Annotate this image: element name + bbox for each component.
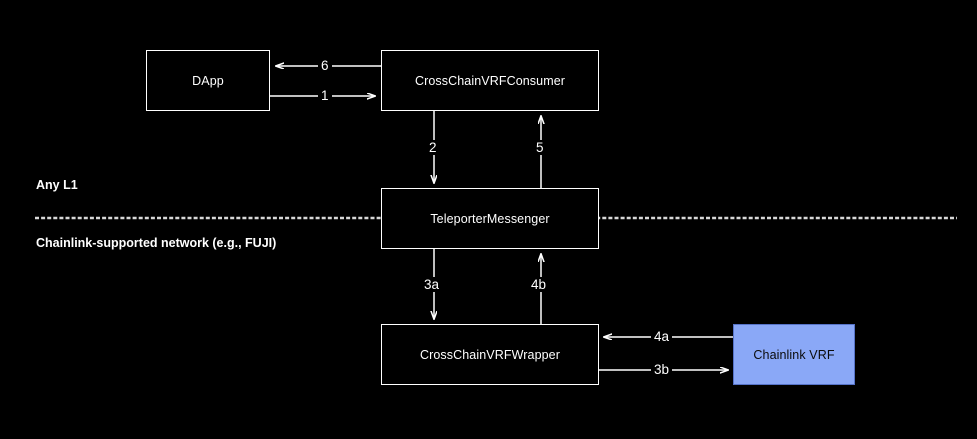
zone-label-any-l1: Any L1 — [36, 178, 78, 192]
edge-label-1: 1 — [318, 88, 332, 103]
edge-label-4b: 4b — [528, 277, 550, 292]
edge-label-6: 6 — [318, 58, 332, 73]
node-teleportermessenger[interactable]: TeleporterMessenger — [381, 188, 599, 249]
edge-label-3a: 3a — [421, 277, 443, 292]
node-chainlink-vrf[interactable]: Chainlink VRF — [733, 324, 855, 385]
node-crosschainvrfwrapper-label: CrossChainVRFWrapper — [419, 347, 560, 362]
node-dapp-label: DApp — [192, 73, 224, 88]
edge-label-5: 5 — [533, 140, 547, 155]
node-crosschainvrfwrapper[interactable]: CrossChainVRFWrapper — [381, 324, 599, 385]
node-crosschainvrfconsumer[interactable]: CrossChainVRFConsumer — [381, 50, 599, 111]
edge-label-2: 2 — [426, 140, 440, 155]
edge-label-3b: 3b — [651, 362, 673, 377]
node-dapp[interactable]: DApp — [146, 50, 270, 111]
node-chainlink-vrf-label: Chainlink VRF — [753, 347, 835, 362]
node-teleportermessenger-label: TeleporterMessenger — [430, 211, 550, 226]
zone-label-chainlink-network: Chainlink-supported network (e.g., FUJI) — [36, 236, 277, 250]
edge-label-4a: 4a — [651, 329, 673, 344]
node-crosschainvrfconsumer-label: CrossChainVRFConsumer — [414, 73, 566, 88]
